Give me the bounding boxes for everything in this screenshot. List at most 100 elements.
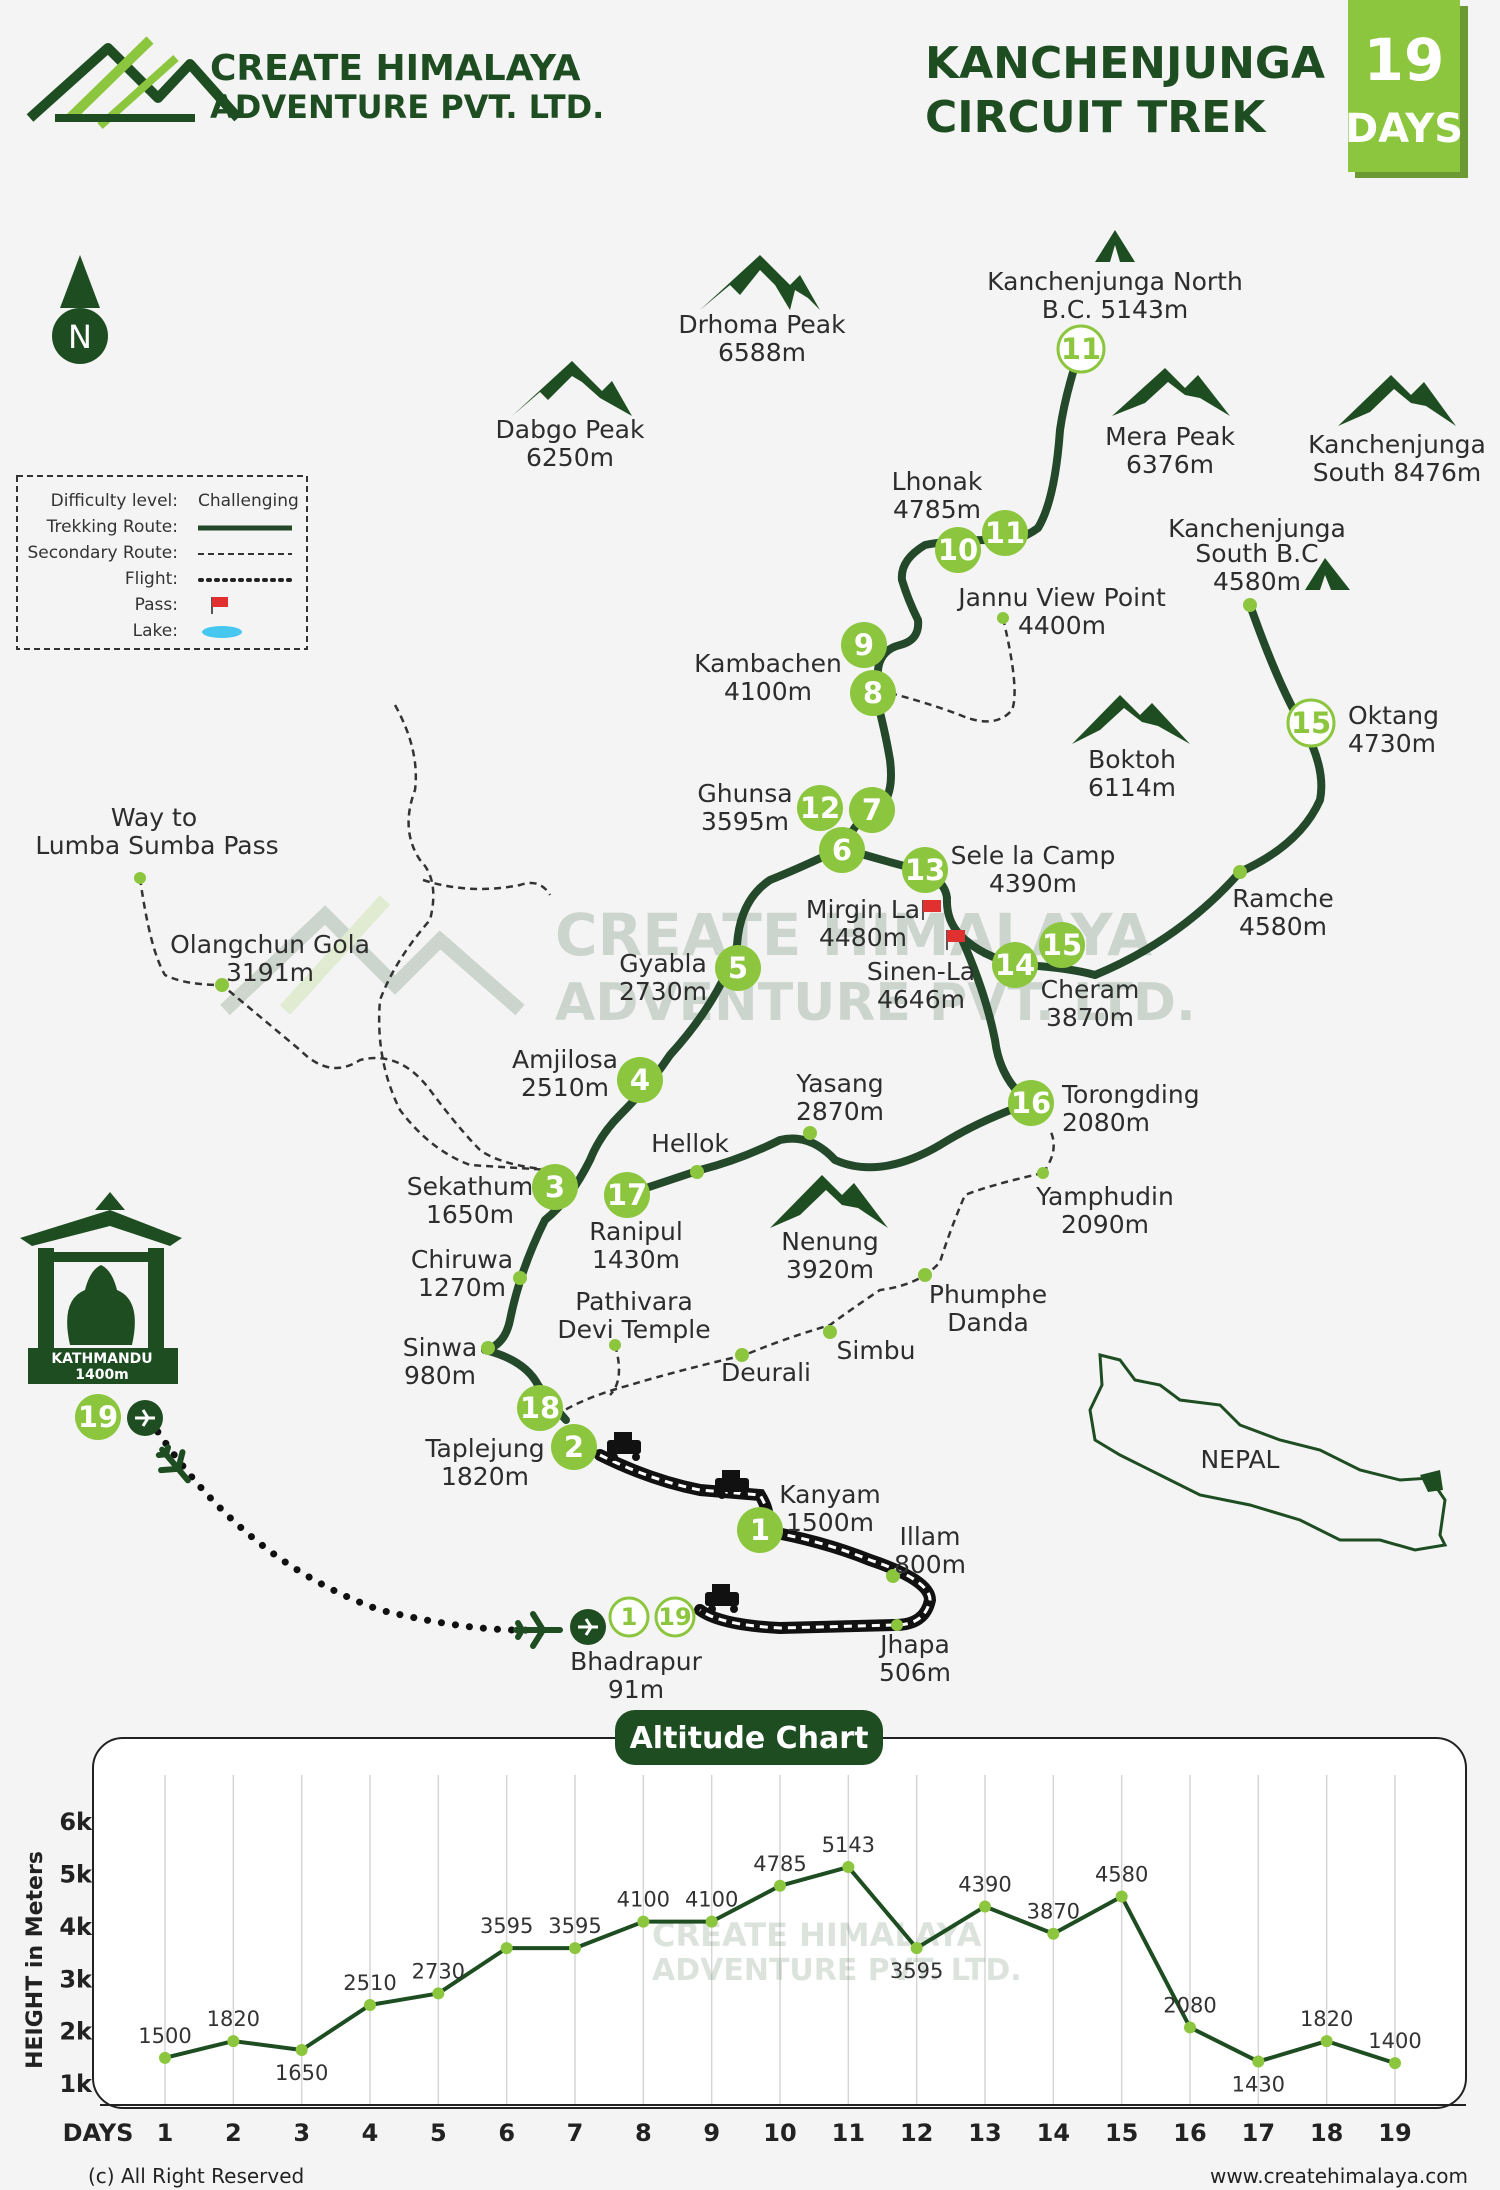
altitude-value-label: 1820 <box>1300 2007 1353 2031</box>
place-ksbc-l2: South B.C <box>1195 539 1318 568</box>
place-pathivara-l1: Pathivara <box>575 1287 693 1316</box>
peak-kanchenjunga-south-alt: South 8476m <box>1313 458 1482 487</box>
day-marker-1: 1 <box>737 1507 783 1553</box>
secondary-route-olangchun <box>138 877 551 1172</box>
day-marker-label: 12 <box>800 791 840 825</box>
place-illam-l2: 800m <box>894 1550 966 1579</box>
place-sinwa-l1: Sinwa <box>403 1333 477 1362</box>
waypoint-ksbc <box>1243 598 1257 612</box>
place-ranipul-l1: Ranipul <box>589 1217 683 1246</box>
secondary-route-jannu <box>869 617 1016 723</box>
peak-dabgo-alt: 6250m <box>526 443 614 472</box>
waypoint-yamphudin <box>1037 1167 1049 1179</box>
mountain-icon <box>1072 695 1190 744</box>
day-marker-19: 19 <box>654 1596 696 1638</box>
footer-copyright: (c) All Right Reserved <box>88 2164 304 2188</box>
waypoint-pathivara <box>609 1339 621 1351</box>
place-phumphe-l1: Phumphe <box>929 1280 1047 1309</box>
place-cheram-l2: 3870m <box>1046 1003 1134 1032</box>
jeep-icon <box>607 1432 641 1461</box>
altitude-point-day-19 <box>1389 2057 1401 2070</box>
days-badge-label: DAYS <box>1345 106 1463 152</box>
place-kambachen-l1: Kambachen <box>694 649 842 678</box>
altitude-point-day-7 <box>569 1942 581 1955</box>
place-chiruwa-l1: Chiruwa <box>411 1245 513 1274</box>
place-mirgin-l1: Mirgin La <box>806 895 920 924</box>
day-marker-17: 17 <box>604 1172 650 1218</box>
altitude-point-day-4 <box>364 1998 376 2011</box>
day-marker-label: 17 <box>607 1178 647 1212</box>
place-ranipul-l2: 1430m <box>592 1245 680 1274</box>
day-marker-1: 1 <box>608 1596 650 1638</box>
altitude-chart-title: Altitude Chart <box>630 1721 869 1756</box>
place-pathivara-l2: Devi Temple <box>557 1315 710 1344</box>
altitude-value-label: 2510 <box>343 1971 396 1995</box>
waypoint-lumba <box>134 872 146 884</box>
place-yasang-l2: 2870m <box>796 1097 884 1126</box>
tent-icon <box>1095 230 1135 262</box>
chart-x-tick-label: 5 <box>430 2119 447 2147</box>
altitude-point-day-3 <box>295 2044 308 2056</box>
peak-nenung-name: Nenung <box>781 1227 879 1256</box>
nepal-map-icon <box>1088 1353 1448 1552</box>
altitude-point-day-8 <box>637 1915 650 1928</box>
chart-x-tick-label: 16 <box>1173 2119 1206 2147</box>
chart-x-tick-label: 11 <box>832 2119 865 2147</box>
peak-mera-alt: 6376m <box>1126 450 1214 479</box>
waypoint-deurali <box>735 1348 749 1362</box>
place-selela-l1: Sele la Camp <box>951 841 1116 870</box>
place-yasang-l1: Yasang <box>795 1069 883 1098</box>
place-kathmandu-l1: KATHMANDU <box>51 1351 152 1367</box>
altitude-point-day-16 <box>1184 2021 1196 2034</box>
chart-x-tick-label: 6 <box>498 2119 515 2147</box>
jeep-icon <box>705 1584 739 1613</box>
day-marker-13: 13 <box>902 847 948 893</box>
altitude-point-day-6 <box>500 1942 513 1955</box>
mountain-icon <box>1338 375 1456 426</box>
day-marker-10: 10 <box>935 527 981 573</box>
place-mirgin-l2: 4480m <box>819 923 907 952</box>
place-ghunsa-l1: Ghunsa <box>697 779 792 808</box>
altitude-value-label: 1430 <box>1232 2073 1285 2097</box>
place-yamphudin-l1: Yamphudin <box>1035 1182 1174 1211</box>
legend-secondary-label: Secondary Route: <box>27 543 178 563</box>
place-jannu-l1: Jannu View Point <box>956 583 1166 612</box>
place-jannu-l2: 4400m <box>1018 611 1106 640</box>
chart-y-tick-label: 3k <box>59 1965 93 1993</box>
place-cheram-l1: Cheram <box>1041 975 1140 1004</box>
place-olangchun-l1: Olangchun Gola <box>170 930 370 959</box>
altitude-chart-title-badge <box>615 1710 883 1765</box>
day-marker-label: 18 <box>520 1391 560 1425</box>
place-phumphe-l2: Danda <box>947 1308 1029 1337</box>
secondary-route-loop <box>422 878 552 896</box>
place-gyabla-l2: 2730m <box>619 977 707 1006</box>
altitude-point-day-18 <box>1320 2035 1333 2048</box>
place-lhonak-l2: 4785m <box>893 495 981 524</box>
place-knbc-l1: Kanchenjunga North <box>987 267 1243 296</box>
mountain-icon <box>512 361 632 416</box>
place-amjilosa-l2: 2510m <box>521 1073 609 1102</box>
day-marker-label: 7 <box>862 793 882 827</box>
day-marker-15: 15 <box>1286 698 1336 748</box>
place-bhadrapur-l1: Bhadrapur <box>570 1647 702 1676</box>
waypoint-simbu <box>823 1325 837 1339</box>
altitude-value-label: 1400 <box>1368 2029 1421 2053</box>
place-simbu-l1: Simbu <box>837 1336 916 1365</box>
peak-mera-name: Mera Peak <box>1105 422 1235 451</box>
altitude-point-day-10 <box>774 1879 786 1892</box>
company-name-line2: ADVENTURE PVT. LTD. <box>210 88 604 126</box>
place-kathmandu-l2: 1400m <box>75 1367 129 1383</box>
place-ramche-l1: Ramche <box>1232 884 1333 913</box>
chart-x-tick-label: 1 <box>157 2119 174 2147</box>
waypoints <box>134 598 1257 1631</box>
day-marker-8: 8 <box>850 670 896 716</box>
altitude-point-day-15 <box>1115 1890 1128 1903</box>
chart-x-tick-label: 9 <box>703 2119 720 2147</box>
altitude-point-day-1 <box>159 2051 171 2064</box>
chart-x-tick-label: 17 <box>1242 2119 1275 2147</box>
day-marker-label: 10 <box>938 533 978 567</box>
place-jhapa-l2: 506m <box>879 1658 951 1687</box>
day-marker-label: 2 <box>564 1430 584 1464</box>
compass-letter: N <box>68 318 92 356</box>
peak-drhoma-name: Drhoma Peak <box>678 310 846 339</box>
